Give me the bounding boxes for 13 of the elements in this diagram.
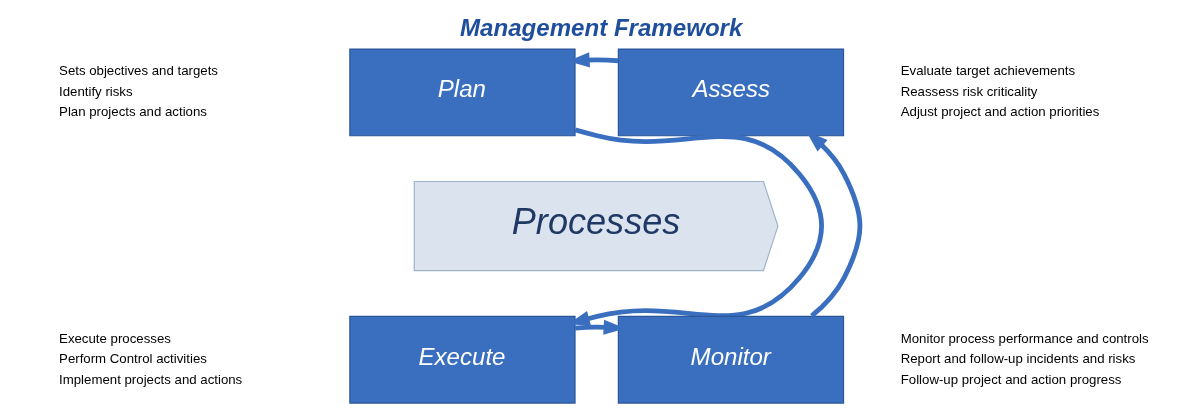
node-label: Evaluate target achievements: [900, 63, 1076, 79]
node-label: Execute processes: [59, 330, 171, 346]
diagram-title: Management Framework: [460, 13, 743, 41]
node-label: Identify risks: [59, 83, 133, 99]
node-label: Follow-up project and action progress: [900, 371, 1122, 387]
node-label: Monitor process performance and controls: [900, 330, 1149, 346]
node-label: Adjust project and action priorities: [900, 104, 1100, 120]
node-label: Report and follow-up incidents and risks: [900, 351, 1136, 367]
node-label: Reassess risk criticality: [900, 83, 1038, 99]
node-label: Implement projects and actions: [59, 371, 243, 387]
node-label: Plan projects and actions: [59, 104, 207, 120]
node-label: Perform Control activities: [59, 351, 207, 367]
node-label: Sets objectives and targets: [59, 63, 218, 79]
